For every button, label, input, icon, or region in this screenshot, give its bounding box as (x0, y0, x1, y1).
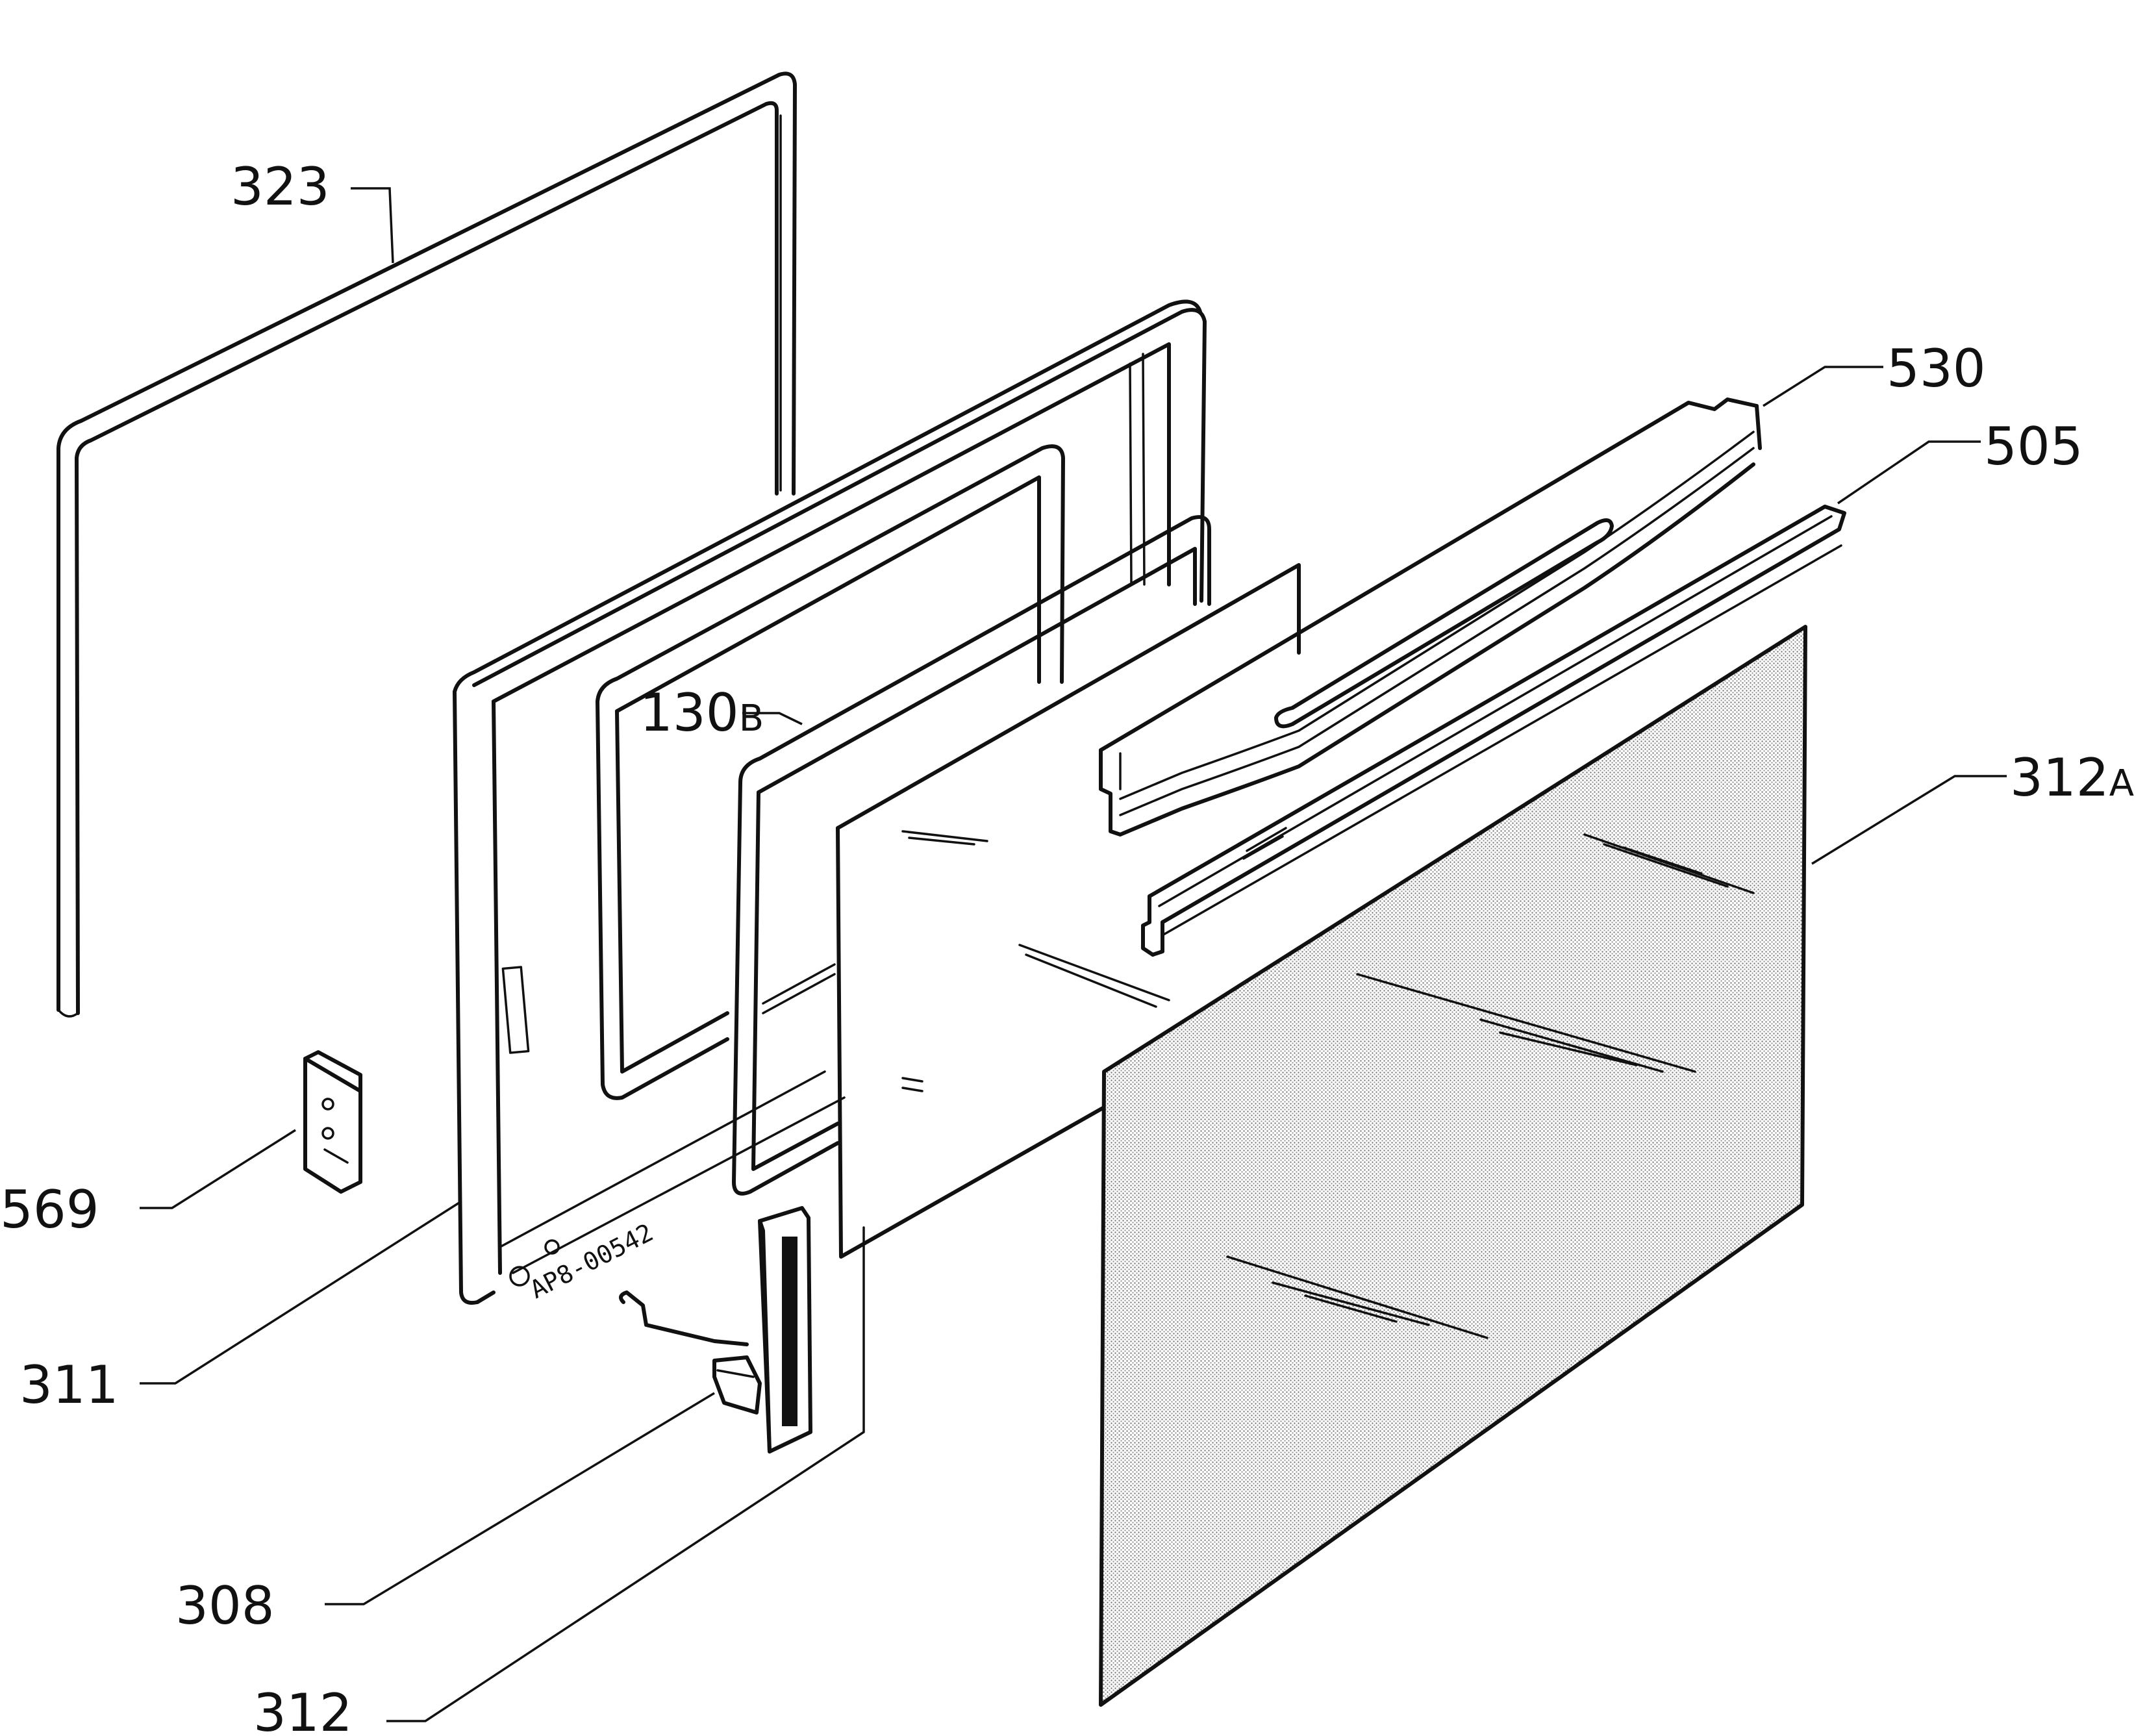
leader-130b (742, 712, 803, 725)
part-312a-outer-glass-panel (1099, 625, 1807, 1707)
label-130b: 130B (640, 683, 764, 743)
part-311-inner-door-frame (453, 299, 1207, 1305)
part-308-hinge (619, 1206, 812, 1453)
part-labels: 323 530 505 130B 312A 569 311 308 312 AP… (0, 157, 2134, 1736)
part-323-door-seal (56, 71, 797, 1018)
part-569-hinge-receptacle (303, 1050, 362, 1194)
leader-308 (325, 1392, 715, 1605)
label-569: 569 (0, 1179, 99, 1240)
label-312: 312 (253, 1683, 353, 1736)
label-323: 323 (231, 157, 330, 217)
leader-505 (1837, 440, 1981, 505)
leader-311 (140, 1200, 462, 1385)
label-530: 530 (1887, 338, 1986, 399)
label-308: 308 (175, 1576, 275, 1636)
label-505: 505 (1984, 416, 2083, 477)
label-311: 311 (19, 1355, 119, 1415)
part-505-lower-rail (1141, 505, 1846, 957)
leader-312 (386, 1431, 864, 1722)
leader-323 (351, 187, 394, 264)
leader-lines (140, 187, 2007, 1722)
leader-530 (1763, 366, 1883, 407)
part-130b-window-seal (732, 515, 1211, 1196)
glass-reflection-marks (1226, 833, 1755, 1339)
leader-569 (140, 1129, 296, 1209)
leader-312a (1811, 775, 2007, 865)
part-530-top-profile (1099, 397, 1762, 837)
part-inner-glass-pane (836, 563, 1301, 1259)
label-312a: 312A (2010, 748, 2134, 808)
